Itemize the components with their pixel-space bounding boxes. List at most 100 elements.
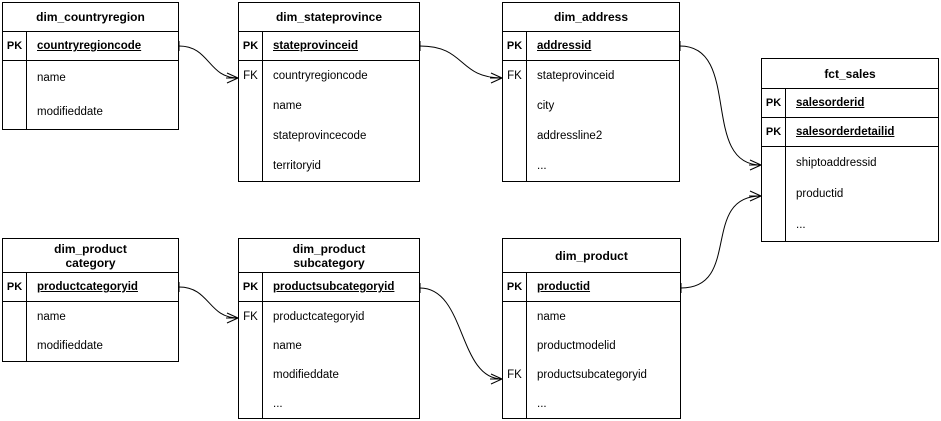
key-name-dim_productcategory-productcategoryid: productcategoryid <box>37 281 138 293</box>
key-tag-dim_product-productid: PK <box>503 273 527 301</box>
attribute-dim_stateprovince-0: countryregioncode <box>273 70 368 82</box>
attribute-dim_product-2: productsubcategoryid <box>537 368 647 381</box>
attribute-dim_stateprovince-1: name <box>273 100 302 112</box>
key-name-fct_sales-salesorderid: salesorderid <box>796 97 865 109</box>
relationship-line-product-to-sales <box>680 195 762 289</box>
attribute-dim_countryregion-0: name <box>37 72 66 84</box>
cardinality-many-marker-product-to-sales <box>749 190 762 202</box>
key-row-dim_productcategory-productcategoryid[interactable]: PK productcategoryid <box>3 273 178 302</box>
key-row-dim_stateprovince-stateprovinceid[interactable]: PK stateprovinceid <box>239 32 419 61</box>
key-row-dim_address-addressid[interactable]: PK addressid <box>503 32 679 61</box>
attribute-dim_address-0: stateprovinceid <box>537 70 615 82</box>
cardinality-many-marker-countryregion-to-stateprovince <box>226 72 239 84</box>
key-row-dim_product-productid[interactable]: PK productid <box>503 273 680 302</box>
attribute-dim_productcategory-0: name <box>37 310 66 323</box>
entity-title-fct_sales: fct_sales <box>762 59 938 89</box>
key-tag-dim_countryregion-countryregioncode: PK <box>3 32 27 60</box>
attribute-list-dim_productsubcategory: productcategoryid name modifieddate... <box>263 302 419 418</box>
attribute-list-dim_product: name productmodelid productsubcategoryid..… <box>527 302 680 418</box>
key-tag-dim_address-addressid: PK <box>503 32 527 60</box>
attribute-dim_productsubcategory-2: modifieddate <box>273 368 339 381</box>
cardinality-many-marker-address-to-sales <box>749 159 762 171</box>
key-name-dim_product-productid: productid <box>537 281 591 293</box>
attribute-block-dim_countryregion: name modifieddate <box>3 61 178 129</box>
relationship-line-stateprovince-to-address <box>419 45 503 79</box>
key-tag-fct_sales-salesorderdetailid: PK <box>762 118 786 146</box>
entity-title-dim_productcategory: dim_product category <box>3 239 178 273</box>
cardinality-many-marker-subcategory-to-product <box>490 373 503 385</box>
entity-title-dim_address: dim_address <box>503 3 679 32</box>
attribute-dim_productsubcategory-0: productcategoryid <box>273 310 365 323</box>
attribute-list-dim_countryregion: name modifieddate <box>27 61 178 129</box>
entity-title-dim_countryregion: dim_countryregion <box>3 3 178 32</box>
fk-tag-dim_address: FK <box>507 70 522 82</box>
key-name-dim_stateprovince-stateprovinceid: stateprovinceid <box>273 40 358 52</box>
attribute-keycol-dim_countryregion <box>3 61 27 129</box>
attribute-dim_countryregion-1: modifieddate <box>37 106 103 118</box>
key-row-dim_countryregion-countryregioncode[interactable]: PK countryregioncode <box>3 32 178 61</box>
fk-tag-dim_stateprovince: FK <box>243 70 258 82</box>
attribute-dim_address-3: ... <box>537 160 547 172</box>
key-name-fct_sales-salesorderdetailid: salesorderdetailid <box>796 126 895 138</box>
attribute-dim_productsubcategory-3: ... <box>273 397 283 410</box>
attribute-list-dim_productcategory: name modifieddate <box>27 302 178 361</box>
relationship-line-subcategory-to-product <box>419 287 503 380</box>
relationship-line-productcategory-to-subcategory <box>178 286 239 319</box>
relationship-address-to-sales[interactable] <box>679 41 762 171</box>
key-tag-dim_stateprovince-stateprovinceid: PK <box>239 32 263 60</box>
relationship-productcategory-to-subcategory[interactable] <box>178 282 239 324</box>
fk-tag-dim_product: FK <box>507 368 522 381</box>
cardinality-many-marker-stateprovince-to-address <box>490 72 503 84</box>
attribute-keycol-dim_productcategory <box>3 302 27 361</box>
attribute-block-dim_stateprovince: FK countryregioncode name stateprovincecode… <box>239 61 419 181</box>
relationship-line-countryregion-to-stateprovince <box>178 45 239 79</box>
relationship-countryregion-to-stateprovince[interactable] <box>178 41 239 84</box>
key-tag-dim_productsubcategory-productsubcategoryid: PK <box>239 273 263 301</box>
attribute-keycol-dim_product: FK <box>503 302 527 418</box>
attribute-dim_product-3: ... <box>537 397 547 410</box>
attribute-fct_sales-2: ... <box>796 219 806 232</box>
entity-title-dim_productsubcategory: dim_product subcategory <box>239 239 419 273</box>
key-name-dim_address-addressid: addressid <box>537 40 592 52</box>
attribute-keycol-dim_stateprovince: FK <box>239 61 263 181</box>
relationship-line-address-to-sales <box>679 45 762 166</box>
attribute-dim_address-2: addressline2 <box>537 130 603 142</box>
key-row-dim_productsubcategory-productsubcategoryid[interactable]: PK productsubcategoryid <box>239 273 419 302</box>
key-row-fct_sales-salesorderid[interactable]: PK salesorderid <box>762 89 938 118</box>
attribute-dim_stateprovince-2: stateprovincecode <box>273 130 367 142</box>
attribute-list-dim_stateprovince: countryregioncode name stateprovincecode te… <box>263 61 419 181</box>
attribute-dim_product-0: name <box>537 310 566 323</box>
attribute-dim_stateprovince-3: territoryid <box>273 160 321 172</box>
key-name-dim_countryregion-countryregioncode: countryregioncode <box>37 40 142 52</box>
attribute-dim_product-1: productmodelid <box>537 339 616 352</box>
relationship-product-to-sales[interactable] <box>680 190 762 293</box>
key-row-fct_sales-salesorderdetailid[interactable]: PK salesorderdetailid <box>762 118 938 147</box>
attribute-keycol-dim_address: FK <box>503 61 527 181</box>
relationship-subcategory-to-product[interactable] <box>419 283 503 385</box>
attribute-fct_sales-0: shiptoaddressid <box>796 156 877 169</box>
attribute-keycol-dim_productsubcategory: FK <box>239 302 263 418</box>
entity-title-dim_stateprovince: dim_stateprovince <box>239 3 419 32</box>
key-tag-fct_sales-salesorderid: PK <box>762 89 786 117</box>
entity-title-dim_product: dim_product <box>503 239 680 273</box>
relationship-stateprovince-to-address[interactable] <box>419 41 503 84</box>
attribute-dim_productsubcategory-1: name <box>273 339 302 352</box>
attribute-block-dim_productsubcategory: FK productcategoryid name modifieddate... <box>239 302 419 418</box>
attribute-keycol-fct_sales <box>762 147 786 241</box>
attribute-dim_productcategory-1: modifieddate <box>37 340 103 353</box>
fk-tag-dim_productsubcategory: FK <box>243 310 258 323</box>
key-tag-dim_productcategory-productcategoryid: PK <box>3 273 27 301</box>
key-name-dim_productsubcategory-productsubcategoryid: productsubcategoryid <box>273 281 395 293</box>
